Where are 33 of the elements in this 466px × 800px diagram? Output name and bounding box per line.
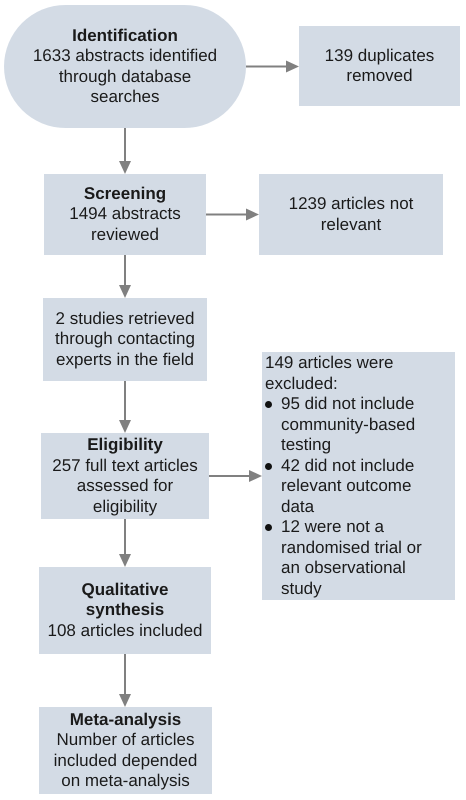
box-text: 139 duplicates removed: [324, 46, 436, 86]
box-text: Number of articles included depended on meta-analysis: [52, 730, 198, 792]
arrow: [119, 255, 131, 298]
arrow: [119, 128, 131, 174]
process-box: [41, 433, 209, 519]
stage-heading: Qualitative synthesis: [80, 580, 170, 621]
process-box: [44, 174, 206, 255]
arrow: [119, 381, 131, 433]
stage-heading: Meta-analysis: [70, 710, 182, 730]
box-text: 108 articles included: [48, 620, 202, 642]
arrow: [119, 654, 131, 707]
process-box: [259, 174, 443, 255]
box-text: 149 articles were excluded:: [265, 353, 395, 394]
process-box: [39, 567, 211, 654]
arrow: [119, 519, 131, 567]
stage-heading: Eligibility: [87, 435, 163, 456]
box-text: 1494 abstracts reviewed: [68, 204, 182, 246]
arrow: [209, 470, 262, 482]
list-item-text: 42 did not include relevant outcome data: [281, 456, 416, 517]
box-text: 257 full text articles assessed for eligibility: [51, 456, 199, 517]
stage-heading: Identification: [72, 26, 178, 46]
process-box: [262, 352, 455, 600]
process-box: [299, 26, 460, 106]
arrow: [206, 208, 259, 220]
list-item-text: 12 were not a randomised trial or an observational study: [281, 517, 423, 599]
box-text: 1239 articles not relevant: [288, 194, 414, 235]
process-box: [43, 298, 207, 381]
box-text: 1633 abstracts identified through database searches: [32, 46, 218, 108]
process-box: [39, 707, 212, 794]
box-text: 2 studies retrieved through contacting experts in the field: [54, 308, 196, 370]
list-item-text: 95 did not include community-based testing: [281, 394, 416, 456]
arrow: [246, 60, 299, 72]
stage-heading: Screening: [84, 184, 166, 204]
